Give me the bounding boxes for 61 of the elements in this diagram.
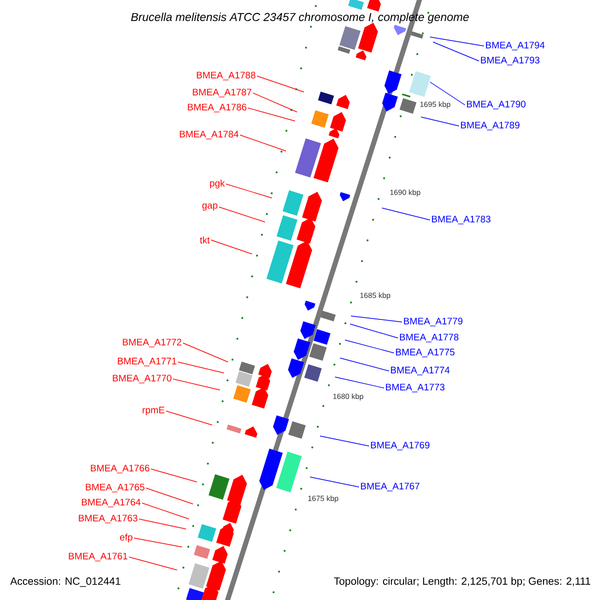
leader-line [432,42,480,62]
gene-label: BMEA_A1790 [467,100,526,110]
gene-label: BMEA_A1770 [112,374,172,384]
gene-label: BMEA_A1783 [432,216,490,224]
leader-line [430,82,466,106]
leader-line [310,476,360,488]
leader-line [382,208,430,220]
gene-label: BMEA_A1786 [188,104,246,112]
gene-label: BMEA_A1773 [386,384,444,392]
leader-line [350,316,402,322]
summary-text: Topology: circular; Length: 2,125,701 bp; Genes: 2,111 [334,577,590,587]
gene-label: BMEA_A1774 [391,366,450,376]
gene-label: BMEA_A1766 [90,464,150,474]
leader-line [134,538,182,548]
leader-line [340,358,390,372]
leader-line [138,518,186,530]
gene-label: BMEA_A1767 [361,482,420,492]
leader-line [150,468,198,482]
gene-label: BMEA_A1775 [396,348,454,358]
accession-text: Accession: NC_012441 [10,577,120,587]
gene-label: BMEA_A1772 [122,338,182,348]
gene-label: pgk [210,180,225,188]
gene-label: BMEA_A1771 [118,358,176,366]
leader-line [252,92,298,112]
leader-line [240,134,286,152]
gene-label: BMEA_A1787 [192,88,252,98]
leader-line [166,410,212,426]
leader-line [146,488,194,504]
gene-label: BMEA_A1784 [180,130,239,140]
gene-label: BMEA_A1788 [196,72,256,80]
gene-label: BMEA_A1779 [404,318,462,326]
gene-label: tkt [200,236,210,244]
leader-line [430,36,484,46]
leader-line [350,324,398,338]
gene-label: BMEA_A1778 [400,334,458,342]
gene-label: BMEA_A1794 [486,42,545,50]
leader-line [178,362,224,374]
leader-line [210,240,252,254]
leader-line [218,206,266,222]
gene-label: rpmE [142,406,164,416]
gene-label: BMEA_A1763 [78,514,138,524]
gene-label: BMEA_A1793 [481,56,540,66]
leader-line [172,378,220,390]
leader-line [248,108,296,122]
leader-line [128,556,178,570]
leader-line [344,340,394,354]
leader-line [320,436,370,446]
leader-line [420,116,460,126]
leader-line [142,502,190,520]
gene-label: BMEA_A1765 [86,484,144,492]
gene-label: efp [120,534,132,542]
gene-label: BMEA_A1769 [371,442,430,450]
leader-line [182,342,228,362]
leader-line [334,376,384,388]
title: Brucella melitensis ATCC 23457 chromosome I, complete genome [131,12,469,24]
leader-line [226,184,272,198]
gene-label: BMEA_A1789 [461,122,520,130]
gene-label: BMEA_A1764 [82,498,141,508]
leader-line [256,76,304,92]
gene-label: BMEA_A1761 [68,552,128,562]
gene-label: gap [202,203,218,211]
